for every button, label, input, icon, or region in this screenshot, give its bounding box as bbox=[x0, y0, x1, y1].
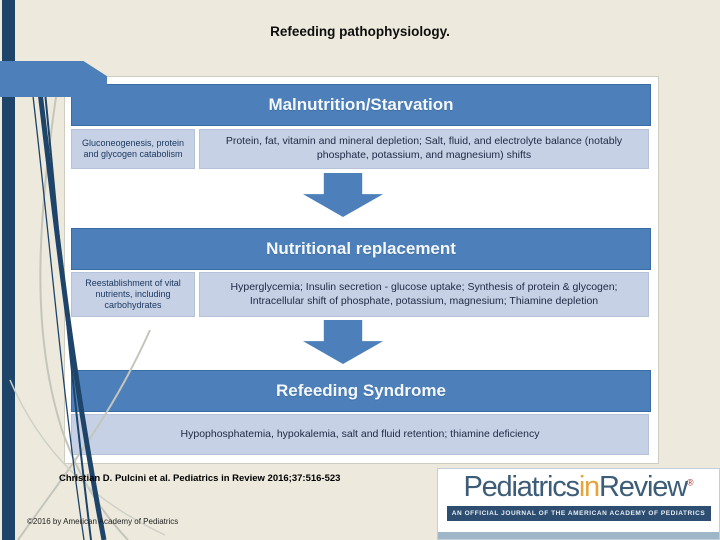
flow-description-hyperglycemia: Hyperglycemia; Insulin secretion - gluco… bbox=[199, 272, 649, 317]
down-arrow-icon bbox=[303, 173, 383, 217]
logo-bottom-strip bbox=[438, 532, 719, 539]
flow-diagram-panel: Malnutrition/Starvation Gluconeogenesis,… bbox=[64, 76, 659, 464]
journal-logo: PediatricsinReview® AN OFFICIAL JOURNAL … bbox=[437, 468, 720, 540]
flow-banner-malnutrition: Malnutrition/Starvation bbox=[71, 84, 651, 126]
flow-description-hypophosphatemia: Hypophosphatemia, hypokalemia, salt and … bbox=[71, 414, 649, 455]
blue-band-decoration bbox=[0, 61, 107, 97]
page-title: Refeeding pathophysiology. bbox=[270, 24, 450, 39]
logo-part-review: Review bbox=[598, 471, 688, 503]
registered-mark-icon: ® bbox=[686, 477, 694, 488]
flow-side-note-reestablishment: Reestablishment of vital nutrients, incl… bbox=[71, 272, 195, 317]
flow-banner-refeeding-syndrome: Refeeding Syndrome bbox=[71, 370, 651, 412]
flow-description-depletion: Protein, fat, vitamin and mineral deplet… bbox=[199, 129, 649, 169]
logo-part-pediatrics: Pediatrics bbox=[463, 471, 580, 503]
citation-text: Christian D. Pulcini et al. Pediatrics i… bbox=[59, 473, 341, 484]
down-arrow-icon bbox=[303, 320, 383, 364]
journal-logo-wordmark: PediatricsinReview® bbox=[463, 471, 694, 504]
flow-side-note-catabolism: Gluconeogenesis, protein and glycogen ca… bbox=[71, 129, 195, 169]
copyright-text: ©2016 by American Academy of Pediatrics bbox=[27, 517, 179, 526]
logo-tagline-bar: AN OFFICIAL JOURNAL OF THE AMERICAN ACAD… bbox=[446, 505, 711, 521]
logo-part-in: in bbox=[578, 471, 600, 503]
flow-banner-nutritional-replacement: Nutritional replacement bbox=[71, 228, 651, 270]
